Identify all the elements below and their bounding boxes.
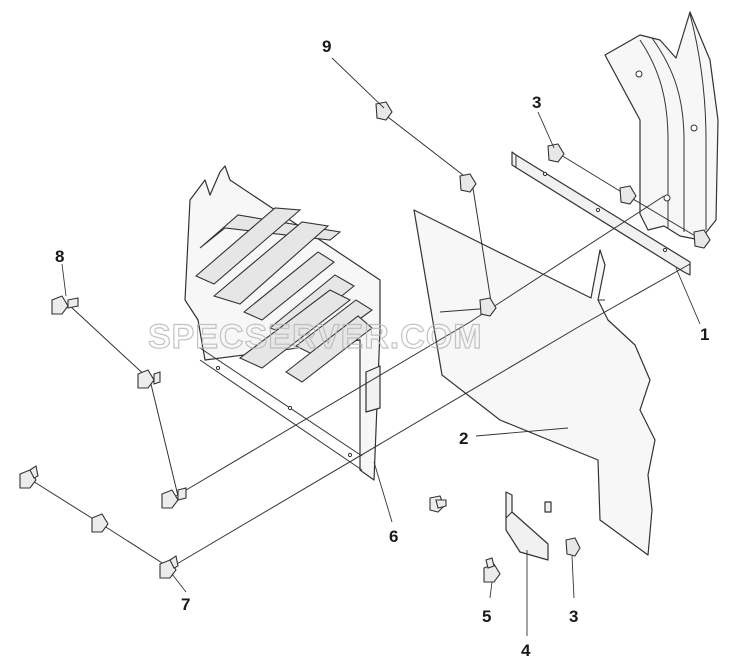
- bolt-7-b: [91, 513, 109, 533]
- nut-3-mid: [619, 185, 637, 205]
- callout-5: 5: [482, 607, 491, 626]
- nut-3-end: [693, 229, 711, 249]
- callout-3-bottom: 3: [569, 607, 578, 626]
- leader-lines: [61, 57, 701, 636]
- bolt-loose: [429, 495, 447, 513]
- bolt-8-c: [161, 487, 187, 509]
- callout-8: 8: [55, 247, 64, 266]
- callout-labels: 9 3 1 2 8 6 7 5 3 4: [55, 37, 709, 660]
- bolt-7-c: [159, 555, 179, 579]
- cab-panel: [604, 11, 719, 241]
- part-1-strip: [511, 151, 691, 276]
- nut-lower: [479, 297, 497, 317]
- callout-1: 1: [700, 325, 709, 344]
- callout-7: 7: [181, 595, 190, 614]
- nut-upper: [459, 173, 477, 193]
- nut-3-top: [547, 143, 565, 163]
- bolt-5: [483, 557, 501, 583]
- bolt-7-a: [19, 465, 39, 489]
- part-2-panel: [413, 209, 656, 556]
- callout-9: 9: [322, 37, 331, 56]
- nut-3-bottom: [565, 537, 581, 557]
- callout-2: 2: [459, 429, 468, 448]
- part-6-mudflap: [184, 165, 381, 481]
- part-4-bracket: [505, 491, 552, 561]
- nut-9-top: [375, 101, 393, 121]
- callout-3-top: 3: [532, 93, 541, 112]
- callout-6: 6: [389, 527, 398, 546]
- bolt-8-b: [137, 369, 161, 389]
- watermark-text: SPECSERVER.COM: [148, 318, 483, 356]
- callout-4: 4: [521, 641, 531, 660]
- bolt-8-a: [51, 295, 79, 315]
